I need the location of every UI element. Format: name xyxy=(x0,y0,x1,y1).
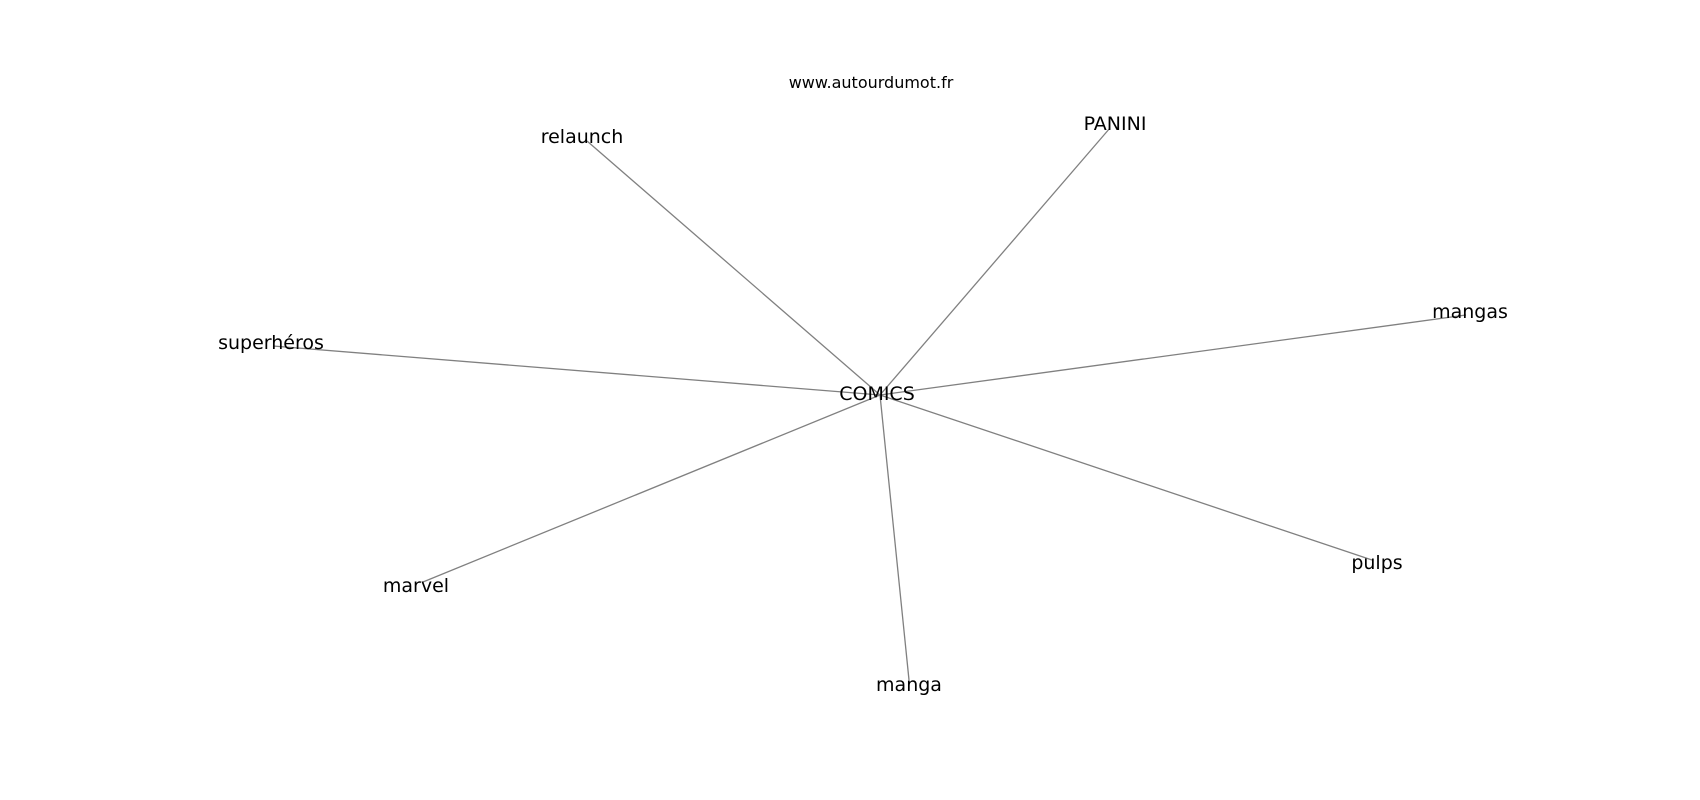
node-label-superheros[interactable]: superhéros xyxy=(218,332,324,354)
edge-comics-mangas xyxy=(879,314,1467,396)
edge-comics-panini xyxy=(879,127,1111,396)
edge-comics-superheros xyxy=(272,345,881,396)
graph-nodes: COMICS relaunch PANINI mangas superhéros marv… xyxy=(218,113,1508,696)
edge-comics-manga xyxy=(879,394,910,681)
node-label-marvel[interactable]: marvel xyxy=(383,575,449,597)
node-label-relaunch[interactable]: relaunch xyxy=(541,126,624,148)
site-url-label: www.autourdumot.fr xyxy=(789,73,954,92)
edge-comics-relaunch xyxy=(586,140,881,396)
node-label-mangas[interactable]: mangas xyxy=(1432,301,1508,323)
edge-comics-pulps xyxy=(879,394,1373,561)
node-label-pulps[interactable]: pulps xyxy=(1351,552,1402,574)
graph-edges xyxy=(272,127,1467,681)
node-label-panini[interactable]: PANINI xyxy=(1084,113,1147,135)
center-node-label[interactable]: COMICS xyxy=(839,383,915,405)
edge-comics-marvel xyxy=(422,394,881,583)
node-label-manga[interactable]: manga xyxy=(876,674,942,696)
